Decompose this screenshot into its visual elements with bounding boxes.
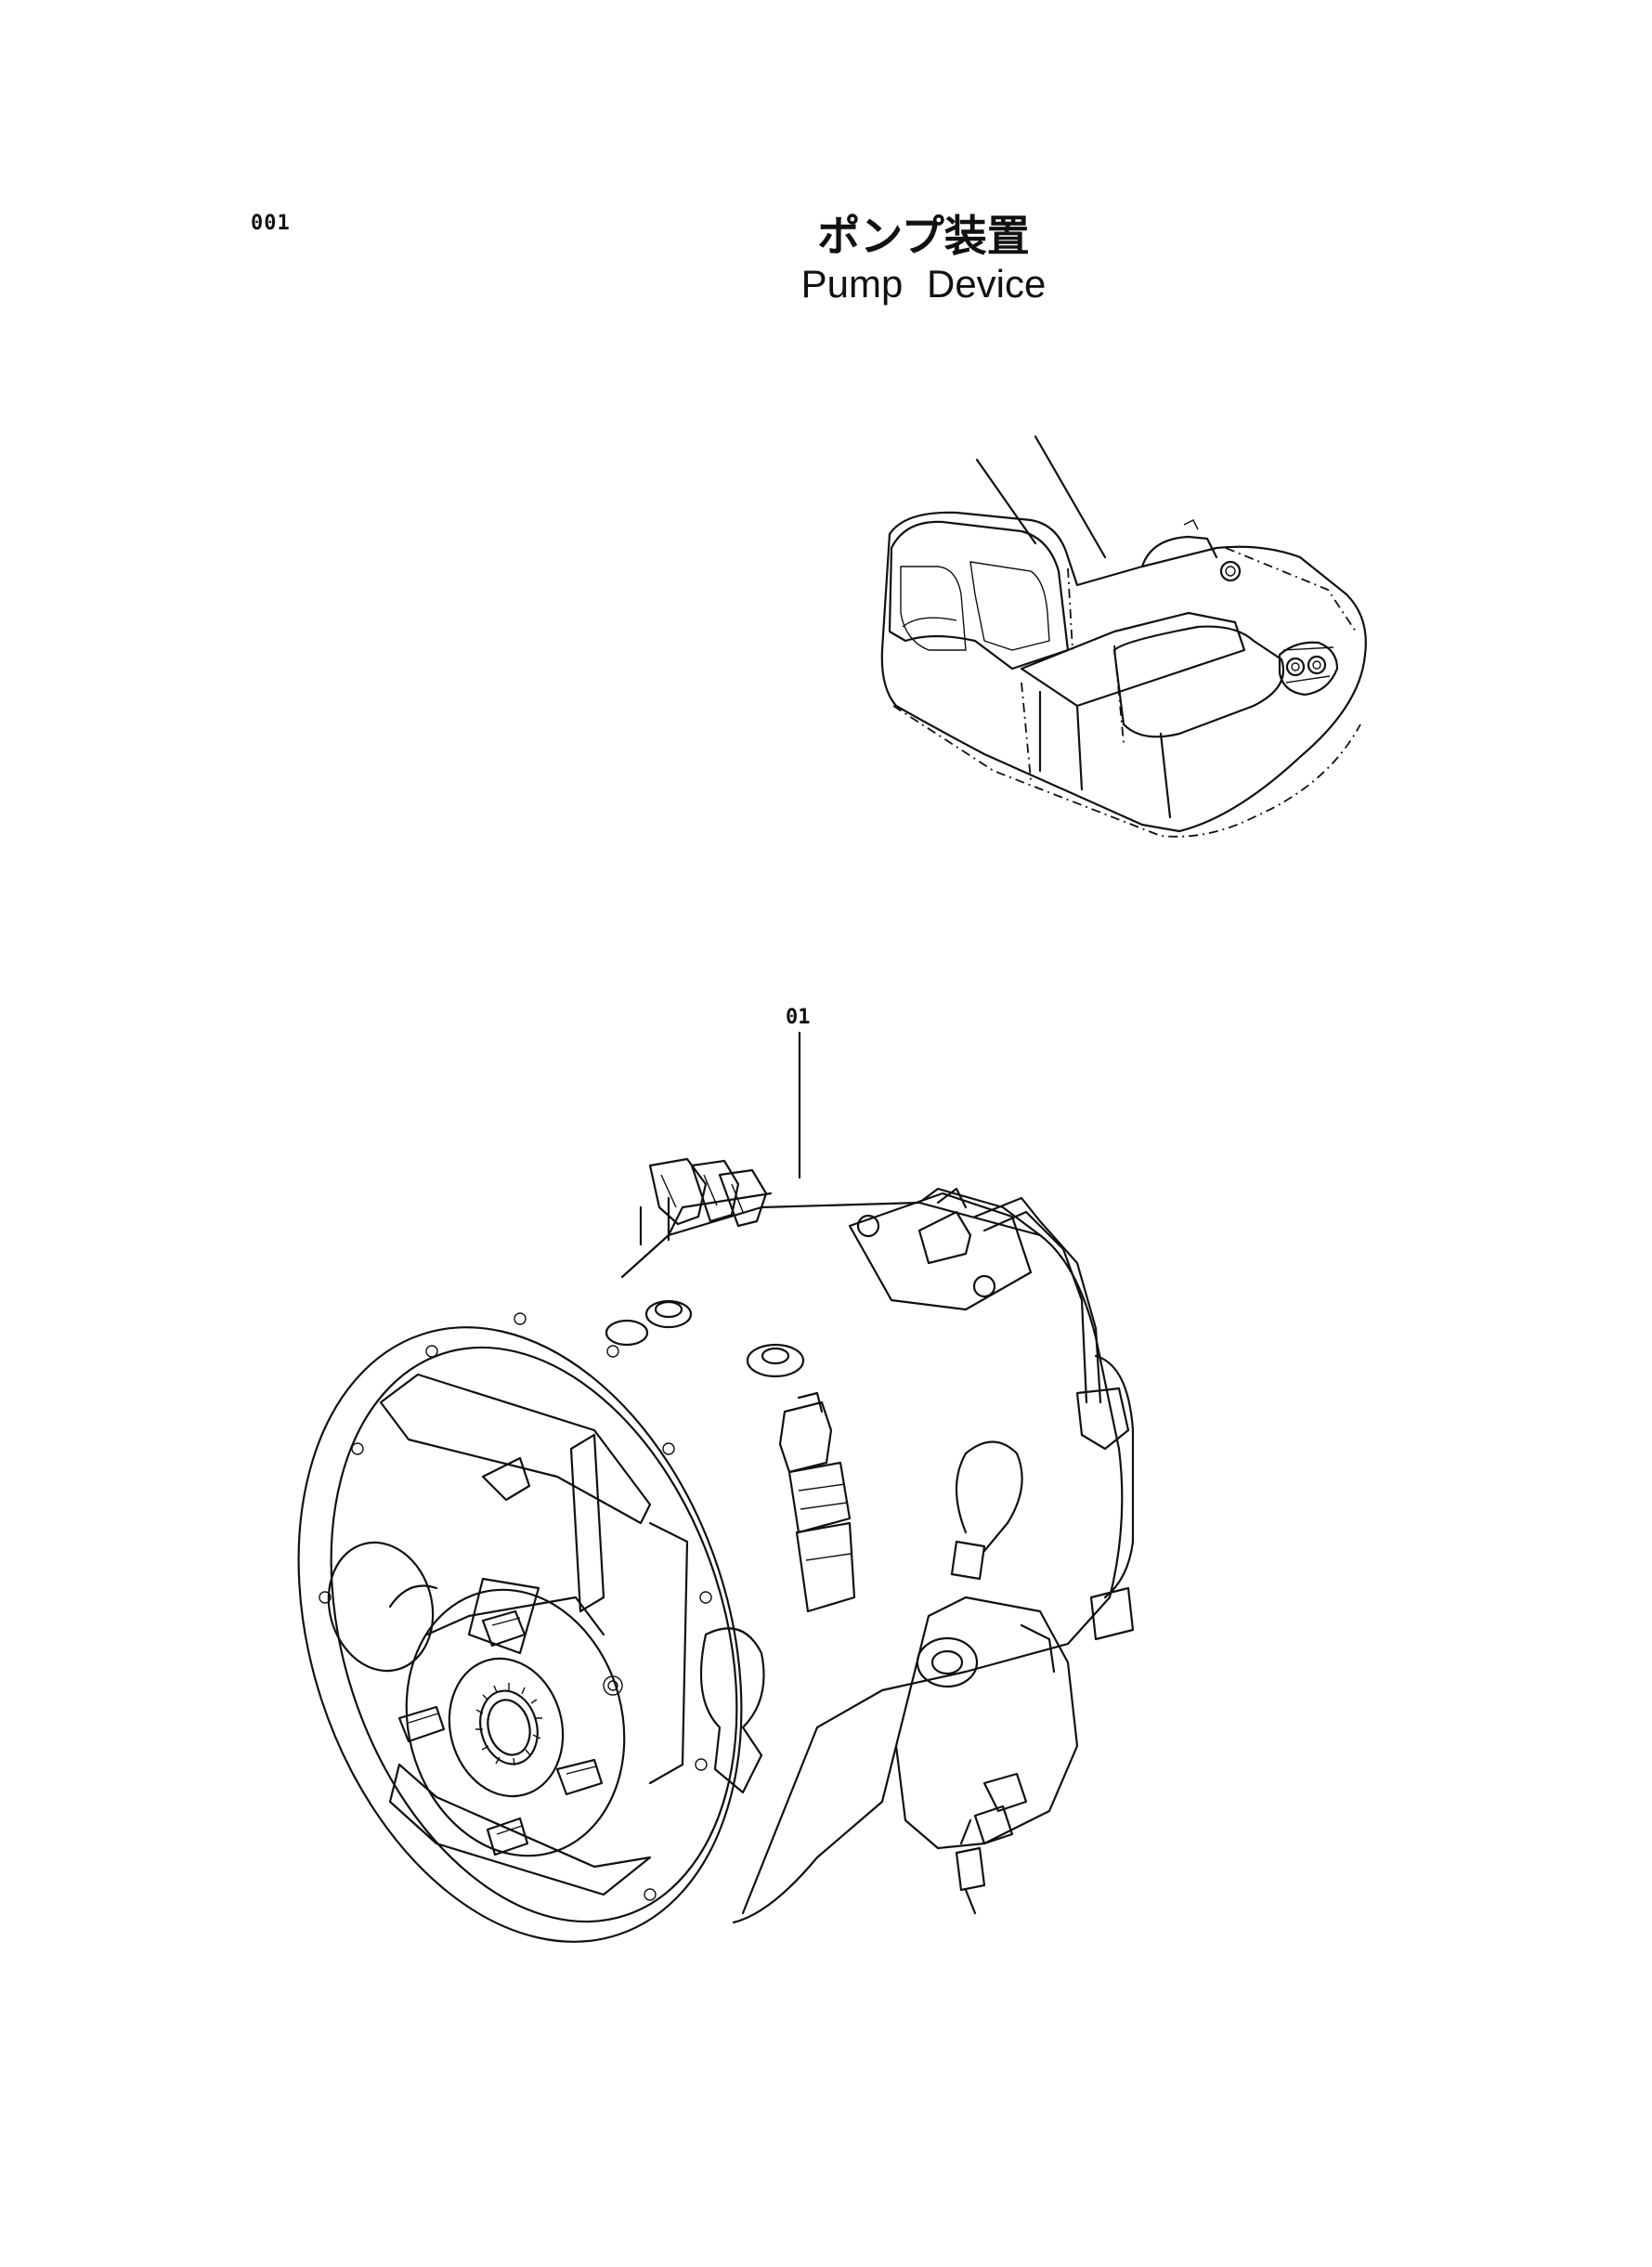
pump-location-marker [1278, 641, 1339, 697]
excavator-location-thumbnail [880, 435, 1367, 838]
callout-label-01[interactable]: 01 [786, 1006, 811, 1029]
page-title-japanese: ポンプ装置 [817, 211, 1030, 261]
pump-assembly-drawing [297, 1157, 1135, 1943]
page-number: 001 [251, 212, 291, 235]
page-title-english: Pump Device [800, 262, 1047, 306]
spline-shaft [475, 1683, 542, 1766]
hub-studs [397, 1609, 604, 1857]
